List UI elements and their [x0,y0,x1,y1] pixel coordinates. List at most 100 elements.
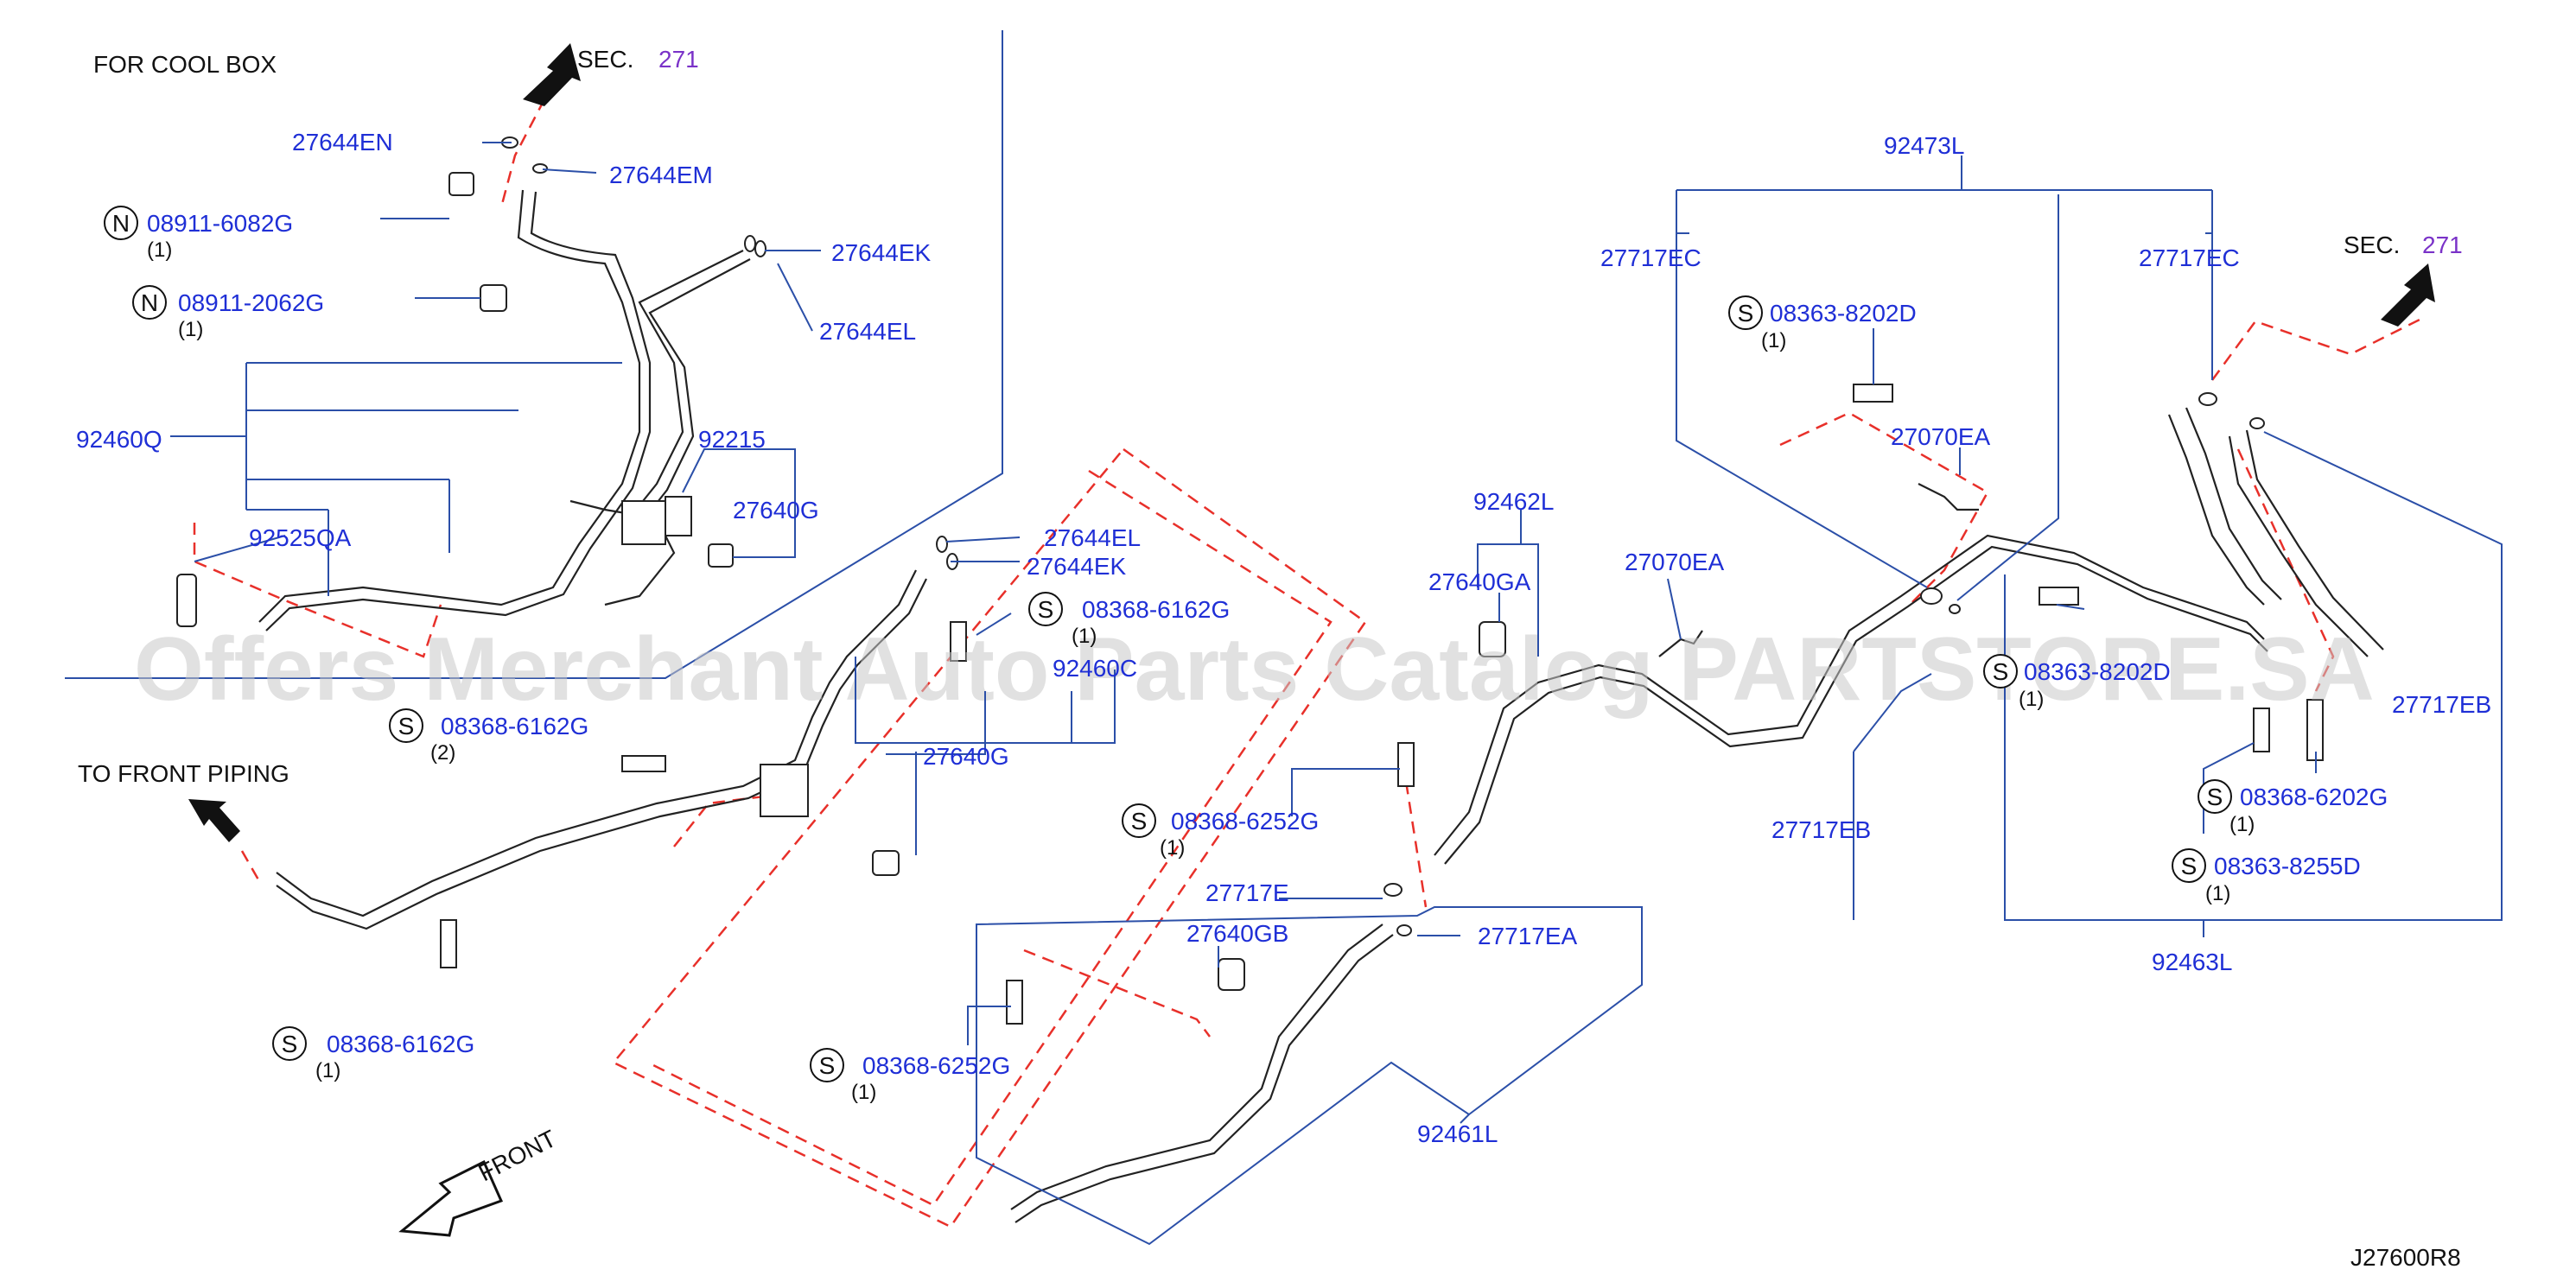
prefix-letter: S [1993,658,2009,685]
right-pipes [2167,392,2384,761]
bolt-icon [2253,708,2270,752]
grommet-icon [872,850,900,876]
part-27640ga[interactable]: 27640GA [1428,568,1531,595]
prefix-letter: S [1738,300,1754,327]
prefix-circle [272,1026,307,1061]
bolt-icon [1853,384,1893,403]
part-27644em[interactable]: 27644EM [609,162,713,188]
part-92463l[interactable]: 92463L [2152,949,2232,975]
prefix-circle [389,708,423,743]
prefix-circle [2172,848,2206,883]
quantity-label: (1) [315,1059,340,1082]
front-piping-note: TO FRONT PIPING [78,760,289,787]
part-27644el[interactable]: 27644EL [819,318,916,345]
prefix-letter: S [282,1031,298,1057]
quantity-label: (1) [2019,688,2044,711]
nut-icon [448,172,474,196]
o-ring-icon [936,536,948,553]
grommet-icon [1479,621,1506,657]
quantity-labels: (1) (1) (1) (2) (1) (1) (1) (1) (1) (1) … [147,238,2255,1104]
part-27717ec[interactable]: 27717EC [1600,244,1701,271]
part-27717eb[interactable]: 27717EB [1771,816,1871,843]
front-piping-pipes [276,536,967,968]
part-92460q[interactable]: 92460Q [76,426,162,453]
block-fitting-icon [621,500,666,545]
bolt-icon [1397,742,1415,787]
part-08368-6162g[interactable]: 08368-6162G [1082,596,1230,623]
part-27717ec[interactable]: 27717EC [2139,244,2240,271]
bolt-icon [950,621,967,662]
grommet-icon [1218,958,1245,991]
part-08911-6082g[interactable]: 08911-6082G [147,210,293,237]
center-pipes [1006,384,2268,1223]
prefix-letter: S [1131,808,1148,835]
quantity-label: (1) [178,318,203,341]
part-27644ek[interactable]: 27644EK [831,239,932,266]
part-92473l[interactable]: 92473L [1884,132,1964,159]
part-08363-8255d[interactable]: 08363-8255D [2214,853,2361,879]
front-direction-label: FRONT [474,1125,561,1186]
part-27717e[interactable]: 27717E [1205,879,1289,906]
part-27644el[interactable]: 27644EL [1044,524,1141,551]
prefix-circle [104,206,138,240]
section-ref-label: SEC. [2344,232,2400,258]
section-borders [65,30,1003,679]
section-ref-link[interactable]: 271 [658,46,699,73]
prefix-letter: S [2207,784,2223,810]
prefix-badges: N N S S S S S S S S S [104,206,2232,1082]
quantity-label: (2) [430,741,455,765]
part-27640g[interactable]: 27640G [923,743,1009,770]
part-27644ek[interactable]: 27644EK [1027,553,1127,580]
part-08368-6162g[interactable]: 08368-6162G [327,1031,474,1057]
section-ref-label: SEC. [577,46,633,73]
o-ring-icon [744,235,756,252]
part-92460c[interactable]: 92460C [1053,655,1137,682]
quantity-label: (1) [2229,813,2255,836]
arrows [188,43,2435,1237]
part-08911-2062g[interactable]: 08911-2062G [178,289,324,316]
part-08368-6252g[interactable]: 08368-6252G [862,1052,1010,1079]
quantity-label: (1) [1160,836,1185,860]
part-08368-6162g[interactable]: 08368-6162G [441,713,588,739]
part-92462l[interactable]: 92462L [1473,488,1554,515]
quantity-label: (1) [1761,329,1786,352]
cool-box-note: FOR COOL BOX [93,51,277,78]
quantity-label: (1) [147,238,172,262]
part-27717eb[interactable]: 27717EB [2392,691,2491,718]
prefix-letter: S [1038,596,1054,623]
prefix-circle [1122,803,1156,838]
prefix-circle [132,285,167,320]
part-27070ea[interactable]: 27070EA [1891,423,1991,450]
prefix-letter: N [141,289,158,316]
o-ring-icon [754,240,766,257]
part-27717ea[interactable]: 27717EA [1478,923,1578,949]
part-27640g[interactable]: 27640G [733,497,819,524]
o-ring-icon [1396,924,1412,936]
o-ring-icon [1920,587,1943,605]
prefix-circle [1983,654,2018,689]
phantom-lines [193,98,2420,1228]
o-ring-icon [1383,883,1402,897]
part-08363-8202d[interactable]: 08363-8202D [1770,300,1917,327]
up-arrow-icon [2381,263,2435,327]
prefix-circle [2198,779,2232,814]
part-08368-6252g[interactable]: 08368-6252G [1171,808,1319,835]
part-27640gb[interactable]: 27640GB [1186,920,1288,947]
part-92215[interactable]: 92215 [698,426,766,453]
o-ring-icon [1949,604,1961,614]
prefix-letter: N [112,210,130,237]
bolt-icon [2039,587,2079,606]
up-left-arrow-icon [188,799,240,842]
part-27644en[interactable]: 27644EN [292,129,393,155]
part-92525qa[interactable]: 92525QA [249,524,352,551]
part-08363-8202d[interactable]: 08363-8202D [2024,658,2171,685]
part-27070ea[interactable]: 27070EA [1625,549,1725,575]
o-ring-icon [2249,417,2265,429]
up-arrow-icon [523,43,581,106]
part-08368-6202g[interactable]: 08368-6202G [2240,784,2388,810]
part-92461l[interactable]: 92461L [1417,1120,1498,1147]
cool-box-pipes [176,136,766,631]
prefix-letter: S [2181,853,2198,879]
section-ref-link[interactable]: 271 [2422,232,2463,258]
